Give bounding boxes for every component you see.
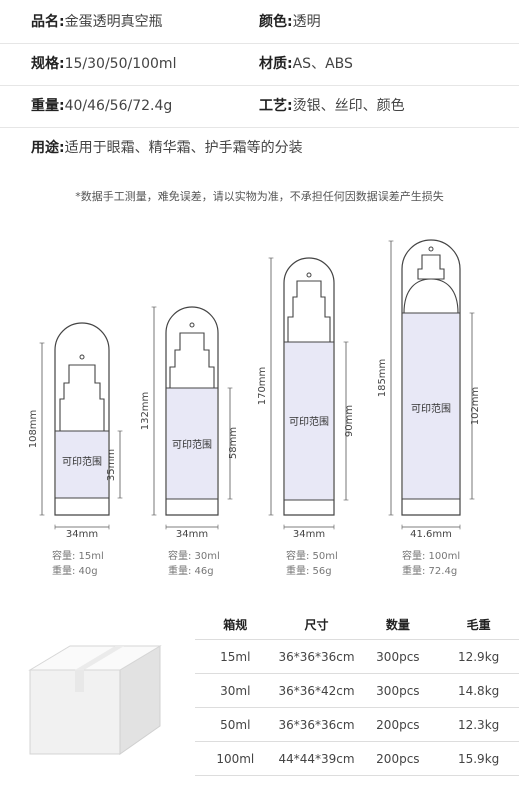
height-label: 185mm — [377, 359, 388, 398]
cell: 300pcs — [357, 639, 439, 674]
capacity-text: 容量: 30ml — [168, 551, 220, 562]
cell: 30ml — [195, 673, 276, 708]
col-carton: 箱规 — [223, 617, 248, 632]
print-height-label: 90mm — [344, 405, 355, 437]
cell: 36*36*36cm — [275, 639, 358, 674]
col-gross-weight: 毛重 — [466, 617, 491, 632]
print-height-label: 35mm — [106, 449, 117, 481]
cell: 100ml — [195, 741, 276, 776]
table-row: 100ml 44*44*39cm 200pcs 15.9kg — [195, 741, 519, 776]
cell: 36*36*42cm — [275, 673, 358, 708]
width-label: 41.6mm — [410, 529, 452, 540]
print-height-label: 58mm — [228, 427, 239, 459]
cell: 300pcs — [357, 673, 439, 708]
capacity-text: 容量: 15ml — [52, 551, 104, 562]
bottle-info-30ml: 容量: 30ml 重量: 46g — [168, 549, 220, 579]
table-header-row: 箱规 尺寸 数量 毛重 — [195, 609, 519, 640]
weight-text: 重量: 40g — [52, 566, 98, 577]
bottle-info-15ml: 容量: 15ml 重量: 40g — [52, 549, 104, 579]
cell: 36*36*36cm — [275, 707, 358, 742]
weight-text: 重量: 72.4g — [402, 566, 458, 577]
print-area — [56, 431, 108, 498]
capacity-text: 容量: 100ml — [402, 551, 461, 562]
spec-row-1: 品名:金蛋透明真空瓶 颜色:透明 — [0, 2, 519, 42]
width-label: 34mm — [66, 529, 98, 540]
height-label: 170mm — [257, 367, 268, 406]
spec-row-3: 重量:40/46/56/72.4g 工艺:烫银、丝印、颜色 — [0, 86, 519, 126]
bottle-50ml: 可印范围 170mm 90mm 34mm — [257, 257, 355, 540]
pump-head — [287, 280, 331, 343]
table-row: 50ml 36*36*36cm 200pcs 12.3kg — [195, 707, 519, 742]
print-area — [403, 313, 459, 499]
pump-head — [417, 254, 445, 280]
cell: 14.8kg — [438, 673, 519, 708]
cell: 12.3kg — [438, 707, 519, 742]
spec-name: 品名:金蛋透明真空瓶 — [31, 14, 163, 30]
height-label: 132mm — [140, 392, 151, 431]
bottle-size-diagram: 可印范围 108mm 35mm 34mm 可印范围 132mm 58mm 34m… — [28, 239, 481, 540]
width-label: 34mm — [293, 529, 325, 540]
spec-craft: 工艺:烫银、丝印、颜色 — [259, 98, 405, 114]
divider — [0, 43, 519, 44]
width-label: 34mm — [176, 529, 208, 540]
capacity-text: 容量: 50ml — [286, 551, 338, 562]
col-dimensions: 尺寸 — [304, 617, 329, 632]
weight-text: 重量: 46g — [168, 566, 214, 577]
spec-row-2: 规格:15/30/50/100ml 材质:AS、ABS — [0, 44, 519, 84]
print-area-label: 可印范围 — [411, 402, 451, 415]
print-area — [167, 388, 217, 499]
pump-head — [59, 364, 105, 432]
height-label: 108mm — [28, 410, 39, 449]
cell: 12.9kg — [438, 639, 519, 674]
cell: 15.9kg — [438, 741, 519, 776]
print-area-label: 可印范围 — [289, 415, 329, 428]
measurement-note: *数据手工测量，难免误差，请以实物为准，不承担任何因数据误差产生损失 — [75, 190, 444, 203]
bottle-100ml: 可印范围 185mm 102mm 41.6mm — [377, 239, 481, 540]
cell: 44*44*39cm — [275, 741, 358, 776]
bottle-info-50ml: 容量: 50ml 重量: 56g — [286, 549, 338, 579]
col-quantity: 数量 — [385, 617, 410, 632]
spec-usage: 用途:适用于眼霜、精华霜、护手霜等的分装 — [31, 140, 303, 156]
print-area — [285, 342, 333, 500]
spec-row-4: 用途:适用于眼霜、精华霜、护手霜等的分装 — [0, 128, 519, 168]
carton-box-image — [28, 645, 162, 755]
bottle-info-100ml: 容量: 100ml 重量: 72.4g — [402, 549, 460, 579]
cell: 15ml — [195, 639, 276, 674]
spec-size: 规格:15/30/50/100ml — [31, 56, 177, 72]
print-area-label: 可印范围 — [62, 455, 102, 468]
print-area-label: 可印范围 — [172, 438, 212, 451]
cell: 200pcs — [357, 741, 439, 776]
bottle-15ml: 可印范围 108mm 35mm 34mm — [28, 322, 123, 540]
cell: 50ml — [195, 707, 276, 742]
print-height-label: 102mm — [470, 387, 481, 426]
spec-weight: 重量:40/46/56/72.4g — [31, 98, 173, 114]
pump-head — [169, 332, 215, 389]
table-row: 15ml 36*36*36cm 300pcs 12.9kg — [195, 639, 519, 674]
bottle-30ml: 可印范围 132mm 58mm 34mm — [140, 306, 239, 540]
spec-material: 材质:AS、ABS — [259, 56, 353, 72]
divider — [0, 85, 519, 86]
table-row: 30ml 36*36*42cm 300pcs 14.8kg — [195, 673, 519, 708]
weight-text: 重量: 56g — [286, 566, 332, 577]
packing-table: 箱规 尺寸 数量 毛重 15ml 36*36*36cm 300pcs 12.9k… — [195, 609, 519, 776]
spec-color: 颜色:透明 — [259, 14, 321, 30]
cell: 200pcs — [357, 707, 439, 742]
divider — [0, 127, 519, 128]
